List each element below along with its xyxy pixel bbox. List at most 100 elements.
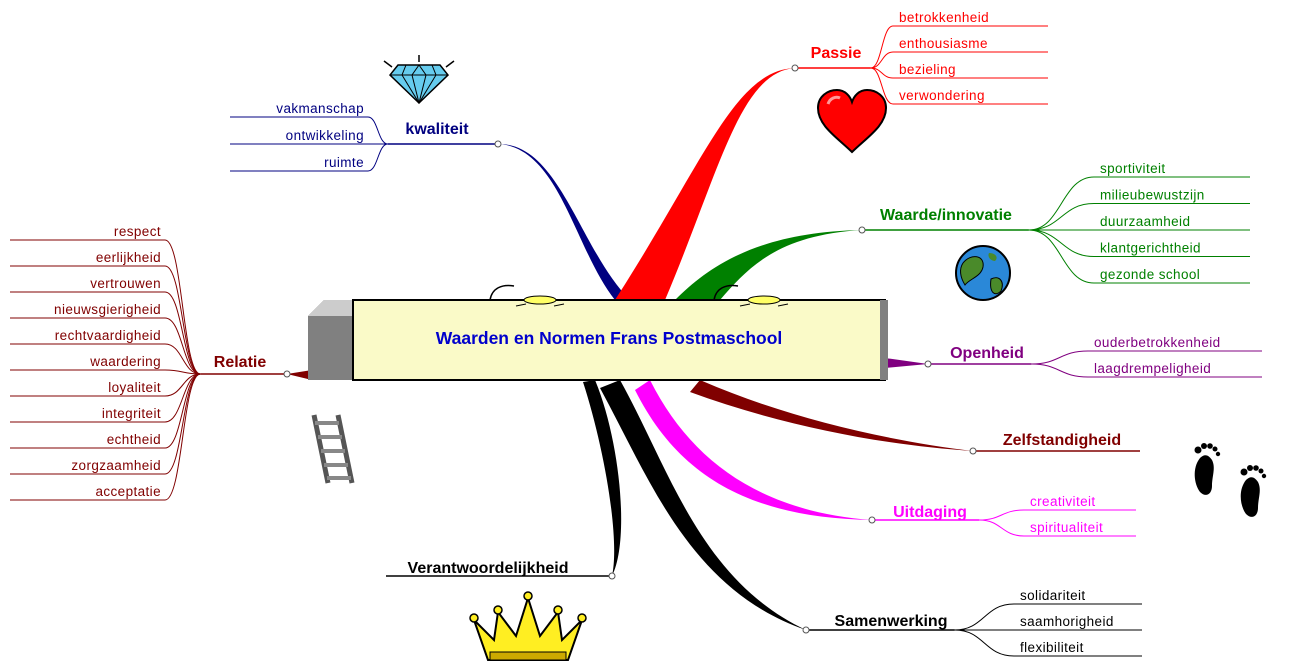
leaf-label: respect: [114, 224, 161, 239]
leaf-relatie[interactable]: integriteit: [10, 373, 201, 423]
leaf-relatie[interactable]: respect: [10, 224, 201, 375]
leaf-label: enthousiasme: [899, 36, 988, 51]
leaf-label: bezieling: [899, 62, 956, 77]
leaf-kwaliteit[interactable]: vakmanschap: [230, 101, 388, 145]
leaf-openheid[interactable]: laagdrempeligheid: [1031, 361, 1262, 378]
leaf-relatie[interactable]: rechtvaardigheid: [10, 328, 201, 375]
leaf-kwaliteit[interactable]: ontwikkeling: [230, 128, 388, 145]
leaf-label: echtheid: [107, 432, 161, 447]
leaf-label: betrokkenheid: [899, 10, 989, 25]
leaf-label: waardering: [89, 354, 161, 369]
branch-title-relatie[interactable]: Relatie: [214, 354, 267, 371]
leaf-passie[interactable]: verwondering: [870, 67, 1048, 105]
branch-passie-node: [791, 64, 799, 72]
branch-title-verantwoordelijkheid[interactable]: Verantwoordelijkheid: [408, 560, 569, 577]
branch-passie-curve: [615, 68, 795, 300]
leaf-label: loyaliteit: [108, 380, 161, 395]
branch-waarde-node: [858, 226, 866, 234]
central-title: Waarden en Normen Frans Postmaschool: [436, 328, 783, 348]
diamond-icon: [383, 55, 455, 105]
crown-icon: [469, 591, 587, 661]
branch-openheid-curve: [885, 358, 928, 368]
leaf-passie[interactable]: enthousiasme: [870, 36, 1048, 69]
branch-relatie-node: [283, 370, 291, 378]
leaf-openheid[interactable]: ouderbetrokkenheid: [1031, 335, 1262, 365]
branch-samenwerking-curve: [600, 380, 806, 630]
central-topic: Waarden en Normen Frans Postmaschool: [308, 299, 888, 381]
leaf-passie[interactable]: bezieling: [870, 62, 1048, 79]
leaf-label: flexibiliteit: [1020, 640, 1084, 655]
leaf-waarde[interactable]: milieubewustzijn: [1028, 188, 1250, 231]
leaf-connector: [164, 369, 201, 375]
branch-verantwoordelijkheid-node: [608, 572, 616, 580]
branch-verantwoordelijkheid-curve: [583, 380, 622, 576]
leaf-connector: [870, 67, 894, 105]
leaf-label: vakmanschap: [276, 101, 364, 116]
branch-uitdaging-node: [868, 516, 876, 524]
leaf-label: eerlijkheid: [96, 250, 161, 265]
ladder-icon: [311, 414, 355, 484]
leaf-connector: [870, 51, 894, 69]
leaf-connector: [1028, 229, 1095, 257]
leaf-relatie[interactable]: eerlijkheid: [10, 250, 201, 375]
leaf-samenwerking[interactable]: flexibiliteit: [954, 629, 1142, 657]
leaf-connector: [164, 265, 201, 375]
branch-title-waarde[interactable]: Waarde/innovatie: [880, 207, 1012, 224]
leaf-relatie[interactable]: loyaliteit: [10, 373, 201, 397]
leaf-label: ouderbetrokkenheid: [1094, 335, 1221, 350]
leaf-label: creativiteit: [1030, 494, 1096, 509]
branch-kwaliteit-node: [494, 140, 502, 148]
leaf-label: vertrouwen: [90, 276, 161, 291]
leaf-connector: [164, 239, 201, 375]
leaf-label: saamhorigheid: [1020, 614, 1114, 629]
branch-zelfstandigheid-curve: [690, 380, 973, 451]
leaf-connector: [954, 629, 1015, 657]
branch-title-openheid[interactable]: Openheid: [950, 345, 1024, 362]
branch-title-kwaliteit[interactable]: kwaliteit: [405, 121, 469, 138]
leaf-samenwerking[interactable]: solidariteit: [954, 588, 1142, 631]
leaf-samenwerking[interactable]: saamhorigheid: [954, 614, 1142, 631]
lamp-icon: [489, 284, 565, 307]
leaf-waarde[interactable]: sportiviteit: [1028, 161, 1250, 231]
branch-kwaliteit-curve: [500, 144, 630, 300]
leaf-relatie[interactable]: vertrouwen: [10, 276, 201, 375]
heart-icon: [816, 88, 888, 154]
leaf-label: spiritualiteit: [1030, 520, 1103, 535]
branch-openheid-node: [924, 360, 932, 368]
leaf-label: milieubewustzijn: [1100, 188, 1205, 203]
leaf-label: verwondering: [899, 88, 985, 103]
leaf-connector: [870, 25, 894, 69]
leaf-passie[interactable]: betrokkenheid: [870, 10, 1048, 69]
branch-title-samenwerking[interactable]: Samenwerking: [835, 613, 948, 630]
leaf-waarde[interactable]: gezonde school: [1028, 229, 1250, 284]
footprints-icon: [1194, 443, 1267, 517]
leaf-relatie[interactable]: nieuwsgierigheid: [10, 302, 201, 375]
leaf-waarde[interactable]: duurzaamheid: [1028, 214, 1250, 231]
leaf-label: klantgerichtheid: [1100, 241, 1201, 256]
leaf-uitdaging[interactable]: spiritualiteit: [979, 519, 1136, 537]
leaf-label: ontwikkeling: [286, 128, 364, 143]
branch-title-zelfstandigheid[interactable]: Zelfstandigheid: [1003, 432, 1121, 449]
leaf-connector: [1028, 229, 1095, 284]
leaf-connector: [164, 343, 201, 375]
leaf-uitdaging[interactable]: creativiteit: [979, 494, 1136, 521]
branch-uitdaging-curve: [635, 380, 872, 520]
branch-title-passie[interactable]: Passie: [811, 45, 862, 62]
branch-zelfstandigheid-node: [969, 447, 977, 455]
leaf-connector: [1028, 176, 1095, 231]
leaf-kwaliteit[interactable]: ruimte: [230, 143, 388, 172]
box-face: [352, 299, 886, 381]
leaf-label: laagdrempeligheid: [1094, 361, 1211, 376]
branch-title-uitdaging[interactable]: Uitdaging: [893, 504, 967, 521]
leaf-label: rechtvaardigheid: [55, 328, 161, 343]
leaf-connector: [1028, 203, 1095, 231]
leaf-relatie[interactable]: zorgzaamheid: [10, 373, 201, 475]
leaf-waarde[interactable]: klantgerichtheid: [1028, 229, 1250, 257]
leaf-connector: [367, 143, 388, 172]
leaf-relatie[interactable]: waardering: [10, 354, 201, 375]
leaf-connector: [979, 519, 1025, 537]
leaf-relatie[interactable]: acceptatie: [10, 373, 201, 501]
leaf-connector: [164, 373, 201, 475]
leaf-connector: [979, 509, 1025, 521]
box-top-face: [308, 300, 354, 316]
